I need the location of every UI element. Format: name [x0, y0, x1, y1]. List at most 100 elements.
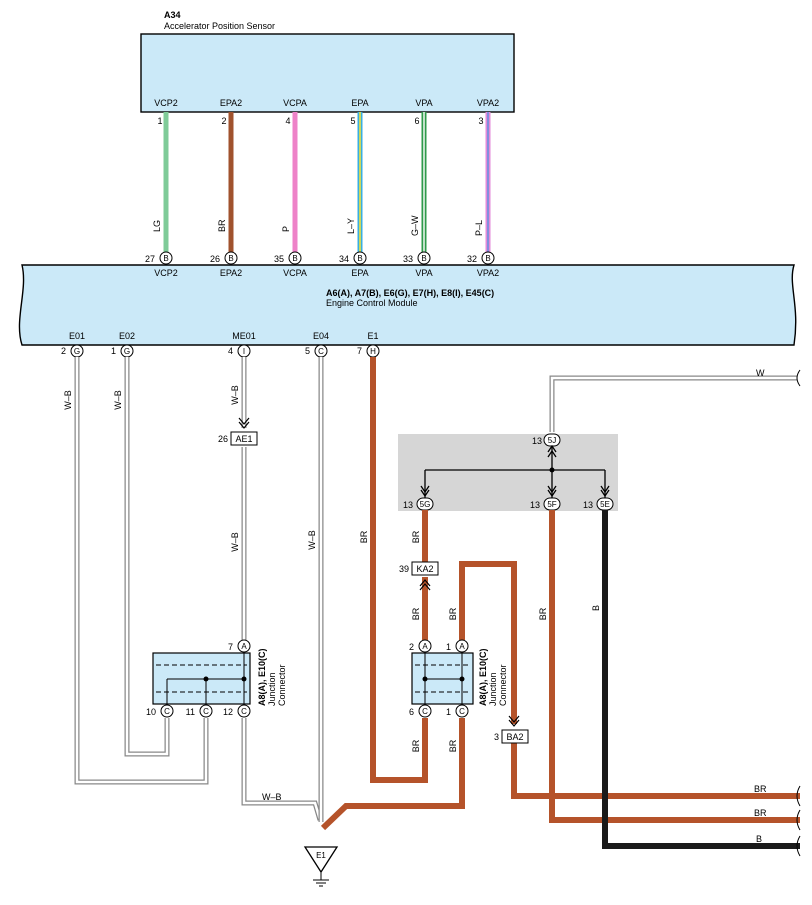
wire-label: W–B [113, 390, 123, 410]
svg-text:AE1: AE1 [235, 434, 252, 444]
ecm-pin-num: 7 [357, 346, 362, 356]
ecm-pin-label: EPA [351, 268, 368, 278]
svg-text:26: 26 [218, 434, 228, 444]
svg-text:C: C [459, 707, 465, 716]
ecm-pin-num: 27 [145, 254, 155, 264]
w-wire [549, 375, 797, 432]
svg-text:Connector: Connector [277, 664, 287, 706]
svg-text:C: C [241, 707, 247, 716]
ecm-pin-label: EPA2 [220, 268, 242, 278]
w-b-wires [74, 357, 324, 822]
sensor-pin-num: 2 [221, 116, 226, 126]
pin-circle [455, 639, 469, 653]
svg-text:B: B [756, 834, 762, 844]
wire-label: W–B [230, 385, 240, 405]
svg-text:12: 12 [223, 707, 233, 717]
sensor-pin-num: 6 [414, 116, 419, 126]
ecm-pin-num: 2 [61, 346, 66, 356]
wire-label: W–B [262, 792, 282, 802]
pin-circle [353, 251, 367, 265]
pin-letter: H [370, 347, 376, 356]
ecm-pin-label: VCP2 [154, 268, 178, 278]
wire-label: W–B [63, 390, 73, 410]
pin-letter: C [318, 347, 324, 356]
pin-letter: B [485, 254, 490, 263]
ecm-bottom-labels: E01 E02 ME01 E04 E1 [69, 331, 379, 341]
sensor-name: Accelerator Position Sensor [164, 21, 275, 31]
wire-color-label: P [281, 226, 291, 232]
pin-letter: I [243, 347, 245, 356]
svg-text:7: 7 [228, 642, 233, 652]
wire-color-label: P–L [474, 220, 484, 236]
ecm-box [18, 264, 797, 346]
pin-letter: B [421, 254, 426, 263]
pin-letter: B [228, 254, 233, 263]
wire-color-label: BR [217, 219, 227, 232]
svg-text:13: 13 [403, 500, 413, 510]
svg-text:BR: BR [754, 808, 767, 818]
ecm-pin-num: 33 [403, 254, 413, 264]
svg-text:Junction: Junction [267, 672, 277, 706]
svg-text:13: 13 [530, 500, 540, 510]
svg-text:13: 13 [583, 500, 593, 510]
svg-text:C: C [422, 707, 428, 716]
ecm-pin-label: E04 [313, 331, 329, 341]
sensor-pin-num: 1 [157, 116, 162, 126]
sensor-pin-label: VPA2 [477, 98, 499, 108]
ecm-pin-num: 32 [467, 254, 477, 264]
wire-label: BR [448, 739, 458, 752]
wire-color-label: LG [152, 220, 162, 232]
svg-text:Junction: Junction [488, 672, 498, 706]
ecm-pin-num: 35 [274, 254, 284, 264]
connector-ka2: 39 KA2 [399, 561, 439, 591]
svg-text:10: 10 [146, 707, 156, 717]
ecm-pin-num: 34 [339, 254, 349, 264]
sensor-pin-num: 4 [285, 116, 290, 126]
sensor-pin-label: VCP2 [154, 98, 178, 108]
pin-letter: G [74, 347, 80, 356]
svg-text:E1: E1 [316, 851, 326, 860]
ecm-pin-label: ME01 [232, 331, 256, 341]
ecm-pin-label: E1 [367, 331, 378, 341]
wire-label: W [756, 368, 765, 378]
ecm-pin-label: VPA2 [477, 268, 499, 278]
svg-text:13: 13 [532, 436, 542, 446]
pin-circle [199, 704, 213, 718]
ecm-name: Engine Control Module [326, 298, 418, 308]
pin-circle [288, 251, 302, 265]
sensor-pin-num: 3 [478, 116, 483, 126]
wire-label: W–B [230, 532, 240, 552]
pin-circle [237, 639, 251, 653]
wire-label: BR [448, 607, 458, 620]
svg-text:A: A [241, 642, 247, 651]
sensor-pins: VCP2 EPA2 VCPA EPA VPA VPA2 1 2 4 5 6 3 [154, 98, 499, 126]
pin-circle [417, 251, 431, 265]
svg-text:C: C [164, 707, 170, 716]
svg-text:C: C [203, 707, 209, 716]
black-wire [602, 510, 800, 849]
pin-circle [455, 704, 469, 718]
wire-label: BR [359, 530, 369, 543]
connector-ba2: 3 BA2 [494, 715, 529, 744]
pin-letter: B [163, 254, 168, 263]
svg-text:Connector: Connector [498, 664, 508, 706]
pin-circle [224, 251, 238, 265]
svg-text:1: 1 [446, 642, 451, 652]
svg-text:KA2: KA2 [416, 564, 433, 574]
sensor-pin-label: EPA2 [220, 98, 242, 108]
ecm-pin-num: 26 [210, 254, 220, 264]
ecm-codes: A6(A), A7(B), E6(G), E7(H), E8(I), E45(C… [326, 288, 494, 298]
ecm-top-pins: 27 B 26 B 35 B 34 B 33 B 32 B [145, 251, 495, 265]
svg-text:2: 2 [409, 642, 414, 652]
svg-text:A: A [459, 642, 465, 651]
junction-connector-right: 2 A 1 A 6 C 1 C A8(A), E10(C) Junction C… [409, 639, 508, 718]
pin-letter: G [124, 347, 130, 356]
ecm-pin-num: 5 [305, 346, 310, 356]
sensor-code: A34 [164, 10, 181, 20]
ecm-pin-label: VCPA [283, 268, 307, 278]
sensor-pin-label: VCPA [283, 98, 307, 108]
ecm-bottom-pins: 2 G 1 G 4 I 5 C 7 H [61, 344, 380, 358]
svg-text:1: 1 [446, 707, 451, 717]
connector-ae1: 26 AE1 [218, 417, 258, 446]
